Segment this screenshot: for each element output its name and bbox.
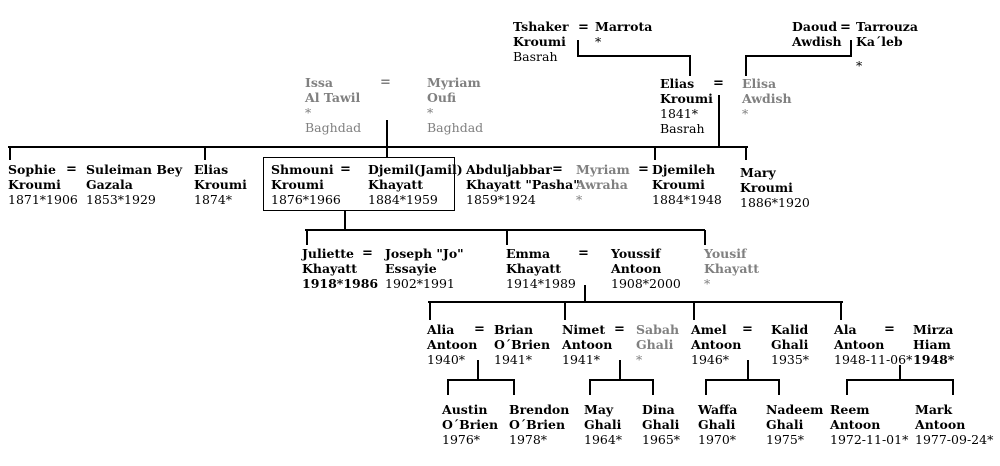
marriage-symbol: = [380, 75, 391, 90]
marriage-symbol: = [340, 162, 351, 177]
marriage-symbol: = [66, 162, 77, 177]
marriage-symbol: = [713, 76, 724, 91]
person-marrota: Marrota* [595, 19, 653, 49]
marriage-symbol: = [362, 246, 373, 261]
line-nimet-sabah-children [589, 360, 654, 395]
marriage-symbol: = [614, 322, 625, 337]
marriage-symbol: = [742, 322, 753, 337]
line-alia-brian-children [447, 360, 515, 395]
marriage-symbol: = [884, 322, 895, 337]
marriage-symbol: = [840, 20, 851, 35]
marriage-symbol: = [474, 322, 485, 337]
line-tshaker-marrota-to-elias [577, 40, 691, 76]
marriage-symbol: = [578, 20, 589, 35]
marriage-symbol: = [638, 162, 649, 177]
marriage-symbol: = [578, 246, 589, 261]
line-ala-mirza-children [846, 365, 954, 395]
line-daoud-tarrouza-to-elisa [745, 40, 852, 76]
marriage-symbol: = [552, 162, 563, 177]
line-amel-kalid-children [705, 360, 780, 395]
highlight-box-shmouni-djemil [263, 157, 455, 211]
